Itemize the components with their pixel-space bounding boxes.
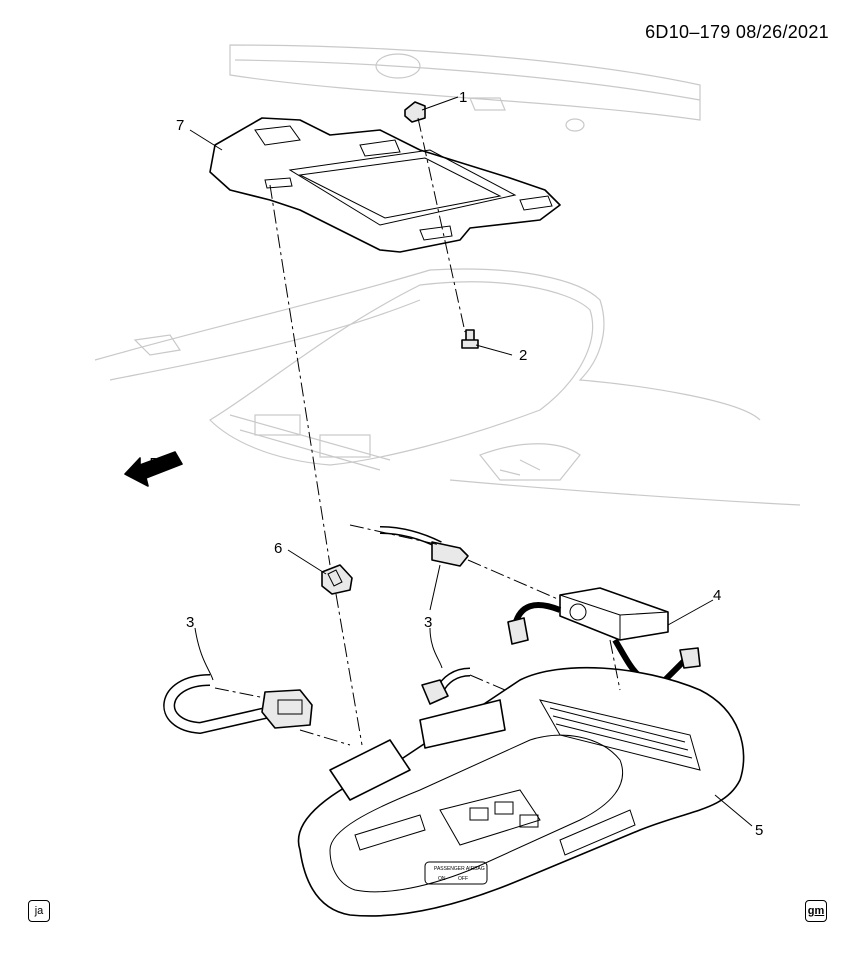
region-badge-ja: ja: [28, 900, 50, 922]
callout-5: 5: [755, 822, 763, 839]
callout-2: 2: [519, 347, 527, 364]
callout-4: 4: [713, 587, 721, 604]
airbag-status-on: ON: [438, 876, 446, 882]
front-arrow-icon: [124, 451, 183, 487]
diagram-code-date: 6D10–179 08/26/2021: [645, 22, 829, 42]
airbag-panel-label: PASSENGER AIRBAG: [434, 866, 485, 872]
clip-part-1: [404, 101, 426, 123]
retainer-part-6: [321, 564, 353, 595]
callout-leaders: [189, 96, 753, 827]
headliner-outline: [94, 268, 801, 506]
connector-part-3-upper: [379, 526, 469, 567]
wiring-harness-part-3-left: [163, 674, 313, 735]
overhead-console-part-5: [297, 666, 745, 917]
callout-6: 6: [274, 540, 282, 557]
callout-7: 7: [176, 117, 184, 134]
overhead-frame-part-7: [209, 117, 561, 253]
roof-panel-outline: [229, 44, 701, 132]
bolt-part-2: [461, 329, 479, 349]
callout-1: 1: [459, 89, 467, 106]
connector-part-3-right: [421, 667, 471, 705]
alignment-lines: [214, 117, 621, 746]
gm-logo-badge: gm: [805, 900, 827, 922]
airbag-status-off: OFF: [458, 876, 468, 882]
front-label: FRT: [150, 457, 169, 468]
callout-3-left: 3: [186, 614, 194, 631]
callout-3-right: 3: [424, 614, 432, 631]
